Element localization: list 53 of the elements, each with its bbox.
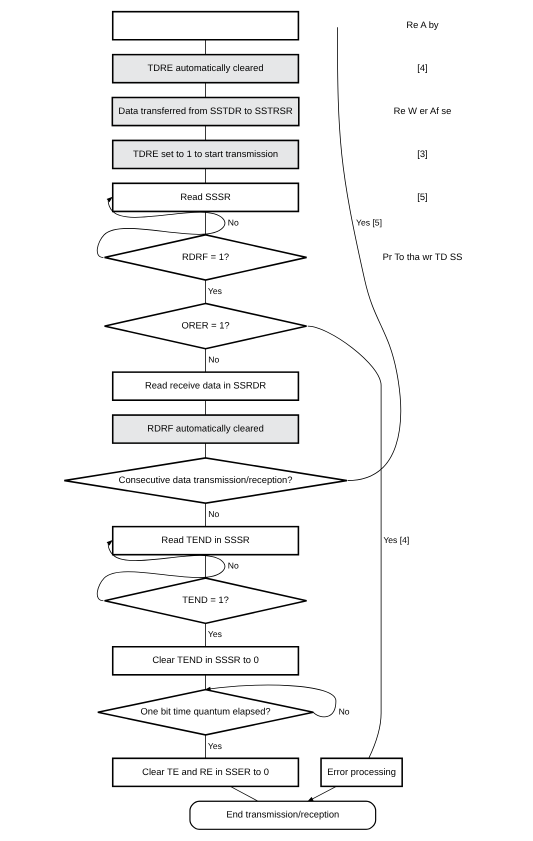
edge-label: Yes bbox=[208, 740, 222, 751]
edge-label: No bbox=[208, 354, 220, 365]
node-box: RDRF automatically cleared bbox=[112, 414, 300, 444]
node-box bbox=[112, 10, 300, 41]
label: Re W er Af se bbox=[394, 106, 452, 116]
edge-label: Yes bbox=[208, 286, 222, 296]
connector bbox=[205, 623, 206, 648]
connector bbox=[205, 442, 206, 458]
node-box: End transmission/reception bbox=[189, 800, 376, 830]
edge-label: No bbox=[228, 560, 239, 571]
connector bbox=[205, 503, 206, 527]
arrow bbox=[96, 540, 226, 602]
connector bbox=[337, 26, 402, 481]
edge-label: No bbox=[228, 217, 239, 228]
connector bbox=[205, 734, 206, 759]
connector bbox=[205, 400, 206, 416]
node-box: Read TEND in SSSR bbox=[112, 526, 300, 556]
connector bbox=[205, 280, 206, 304]
arrow bbox=[96, 196, 226, 258]
connector bbox=[205, 168, 206, 184]
node-box: TDRE automatically cleared bbox=[112, 54, 300, 84]
node-box: Data transferred from SSTDR to SSTRSR bbox=[112, 96, 300, 126]
node-diamond: Consecutive data transmission/reception? bbox=[64, 457, 348, 504]
node-box: Error processing bbox=[320, 758, 403, 788]
node-box: Clear TE and RE in SSER to 0 bbox=[112, 758, 300, 788]
edge-label: Yes [5] bbox=[356, 217, 382, 228]
connector bbox=[205, 348, 206, 372]
connector bbox=[307, 326, 382, 759]
label: [5] bbox=[417, 192, 428, 202]
node-diamond: One bit time quantum elapsed? bbox=[97, 688, 314, 736]
node-box: TDRE set to 1 to start transmission bbox=[112, 140, 300, 170]
node-box: Read SSSR bbox=[112, 182, 300, 212]
connector bbox=[205, 554, 206, 578]
arrow bbox=[204, 684, 336, 718]
edge-label: Yes bbox=[208, 629, 222, 640]
connector bbox=[205, 211, 206, 236]
connector bbox=[205, 125, 206, 141]
label: Re A by bbox=[406, 20, 439, 30]
node-box: Read receive data in SSRDR bbox=[112, 371, 300, 401]
connector bbox=[205, 674, 206, 690]
edge-label: Yes [4] bbox=[383, 534, 410, 545]
connector bbox=[230, 786, 258, 802]
label: Pr To tha wr TD SS bbox=[382, 252, 462, 262]
node-diamond: TEND = 1? bbox=[104, 577, 308, 624]
node-diamond: ORER = 1? bbox=[104, 302, 308, 350]
edge-label: No bbox=[208, 509, 220, 520]
node-diamond: RDRF = 1? bbox=[104, 234, 308, 281]
edge-label: No bbox=[338, 706, 350, 716]
label: [4] bbox=[417, 63, 428, 74]
node-box: Clear TEND in SSSR to 0 bbox=[112, 646, 300, 676]
connector bbox=[205, 82, 206, 98]
label: [3] bbox=[417, 148, 428, 159]
connector bbox=[205, 39, 206, 55]
